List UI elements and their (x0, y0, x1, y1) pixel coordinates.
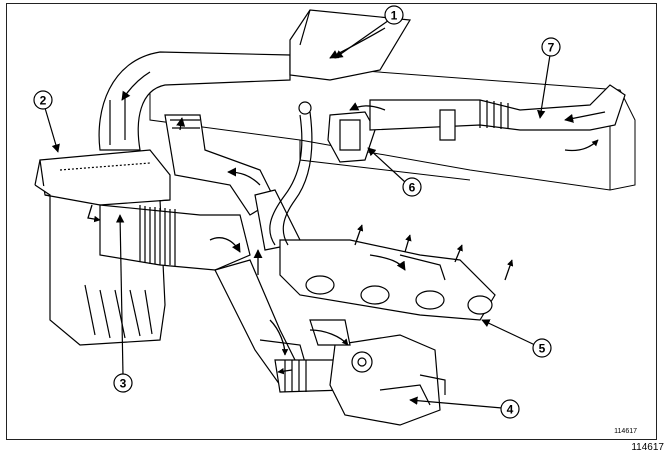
turbocharger (329, 334, 446, 426)
callout-3: 3 (113, 373, 133, 393)
svg-text:2: 2 (40, 94, 47, 108)
compressor-hose (274, 359, 346, 393)
intake-hose-bellows (99, 204, 251, 271)
callout-4: 4 (500, 399, 520, 419)
svg-text:6: 6 (409, 181, 416, 195)
callout-5: 5 (532, 338, 552, 358)
svg-text:5: 5 (539, 342, 546, 356)
callout-2: 2 (33, 90, 53, 110)
callout-leaders (44, 17, 551, 409)
airflow-arrows (87, 27, 606, 375)
egr-cooler-hose (369, 84, 626, 141)
figure-reference-outer: 114617 (631, 442, 664, 453)
callout-6: 6 (402, 177, 422, 197)
air-inlet-duct (289, 9, 412, 81)
figure-reference-inner: 114617 (614, 428, 637, 435)
intake-manifold (279, 239, 496, 321)
figure-frame (6, 3, 657, 440)
svg-text:4: 4 (507, 403, 514, 417)
callout-1: 1 (384, 5, 404, 25)
svg-text:7: 7 (548, 41, 555, 55)
egr-pipe (269, 101, 313, 246)
svg-text:1: 1 (391, 9, 398, 23)
callout-7: 7 (541, 37, 561, 57)
svg-text:3: 3 (120, 377, 127, 391)
egr-valve (327, 111, 376, 163)
